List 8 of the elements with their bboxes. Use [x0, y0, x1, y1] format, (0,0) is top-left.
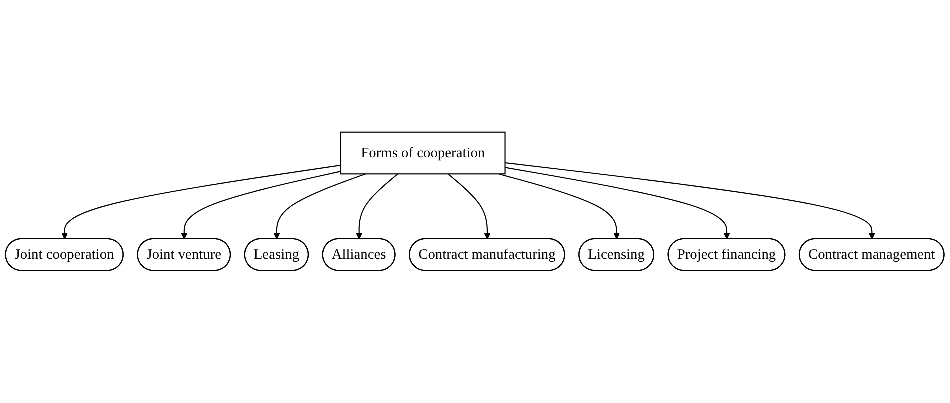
arrow: [181, 171, 342, 240]
arrow: [505, 167, 730, 240]
arrow: [448, 174, 491, 240]
arrow: [274, 174, 366, 240]
arrow: [356, 174, 398, 240]
arrow: [505, 162, 876, 240]
arrow: [62, 164, 342, 240]
node-box: Forms of cooperation: [340, 132, 506, 175]
